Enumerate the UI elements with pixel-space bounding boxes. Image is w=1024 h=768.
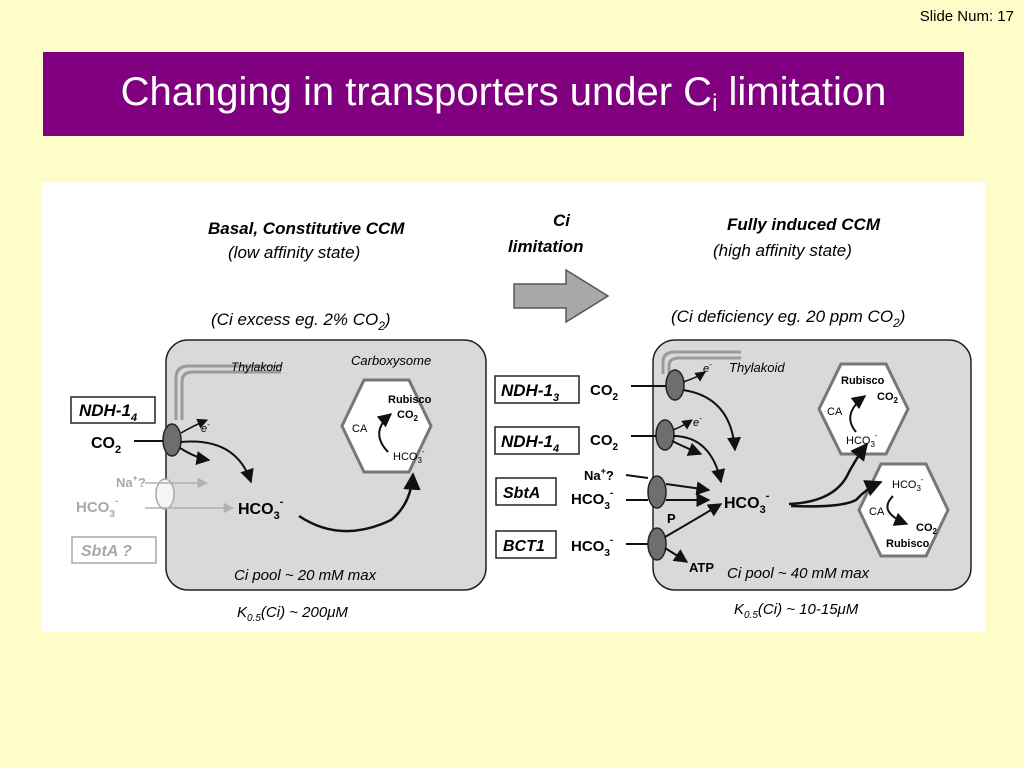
right-ndh13-transporter <box>665 369 685 401</box>
left-na-label: Na+? <box>116 473 146 490</box>
right-heading: Fully induced CCM <box>727 215 881 234</box>
right-thylakoid-membrane <box>661 350 741 374</box>
right-ndh13-label: NDH-13 <box>501 381 559 404</box>
left-sbta-label: SbtA ? <box>81 543 132 560</box>
left-hco3-inner: HCO3- <box>393 447 425 465</box>
right-electron-mid: e- <box>693 414 702 429</box>
right-hco3-pool: HCO3- <box>724 490 770 516</box>
slide-number: Slide Num: 17 <box>919 8 1014 25</box>
left-cell <box>165 339 487 591</box>
right-ci-pool: Ci pool ~ 40 mM max <box>727 565 870 582</box>
left-hco3-faded: HCO3- <box>76 496 118 520</box>
left-ca-label: CA <box>352 423 368 435</box>
right-sbta-label: SbtA <box>503 485 540 502</box>
left-carboxysome-label: Carboxysome <box>351 353 431 368</box>
left-thylakoid-membrane <box>174 364 281 420</box>
right-bct1-box <box>495 530 557 559</box>
left-ndh-transporter <box>162 423 182 457</box>
right-na-label: Na+? <box>584 466 614 483</box>
left-sbta-transporter <box>155 478 175 510</box>
right-p-label: P <box>667 511 676 526</box>
slide-title: Changing in transporters under Ci limita… <box>120 70 887 117</box>
right-hco3-lower: HCO3- <box>892 475 924 493</box>
right-ndh14-transporter <box>655 419 675 451</box>
left-co2-inner: CO2 <box>397 409 419 423</box>
right-k05: K0.5(Ci) ~ 10-15μM <box>734 601 859 621</box>
right-ca-lower: CA <box>869 506 885 518</box>
title-bar: Changing in transporters under Ci limita… <box>43 52 964 136</box>
right-rubisco-lower: Rubisco <box>886 538 930 550</box>
right-ndh13-box <box>494 375 580 404</box>
right-co2-lower: CO2 <box>916 522 938 536</box>
right-sbta-box <box>495 477 557 506</box>
left-co2-label: CO2 <box>91 435 121 456</box>
right-bct1-label: BCT1 <box>503 538 545 555</box>
right-ndh14-box <box>494 426 580 455</box>
right-hco3-bct1: HCO3- <box>571 535 613 559</box>
right-co2-b: CO2 <box>590 432 619 453</box>
limitation-label: limitation <box>508 237 584 256</box>
right-ca-upper: CA <box>827 406 843 418</box>
right-subheading: (high affinity state) <box>713 241 852 260</box>
left-hco3-pool: HCO3- <box>238 496 284 522</box>
left-electron-label: e- <box>201 420 210 435</box>
left-ndh14-box <box>70 396 156 424</box>
right-sbta-transporter <box>647 475 667 509</box>
transition-arrow <box>513 268 610 324</box>
left-subheading: (low affinity state) <box>228 243 360 262</box>
right-atp-label: ATP <box>689 560 714 575</box>
right-co2-upper: CO2 <box>877 391 899 405</box>
right-bct1-transporter <box>647 527 667 561</box>
left-k05: K0.5(Ci) ~ 200μM <box>237 604 348 624</box>
right-ci-deficiency: (Ci deficiency eg. 20 ppm CO2) <box>671 307 905 330</box>
left-ci-pool: Ci pool ~ 20 mM max <box>234 567 377 584</box>
right-electron-top: e- <box>703 360 712 375</box>
left-rubisco-label: Rubisco <box>388 394 432 406</box>
left-heading: Basal, Constitutive CCM <box>208 219 405 238</box>
left-sbta-box <box>71 536 157 564</box>
ccm-diagram: Basal, Constitutive CCM (low affinity st… <box>41 182 985 632</box>
right-thylakoid-label: Thylakoid <box>729 360 785 375</box>
right-co2-a: CO2 <box>590 382 619 403</box>
right-ndh14-label: NDH-14 <box>501 432 559 455</box>
left-thylakoid-label: Thylakoid <box>231 360 283 374</box>
ci-label: Ci <box>553 211 571 230</box>
left-ndh14-label: NDH-14 <box>79 401 137 424</box>
right-rubisco-upper: Rubisco <box>841 375 885 387</box>
right-hco3-sbta: HCO3- <box>571 488 613 512</box>
left-ci-excess: (Ci excess eg. 2% CO2) <box>211 310 391 333</box>
